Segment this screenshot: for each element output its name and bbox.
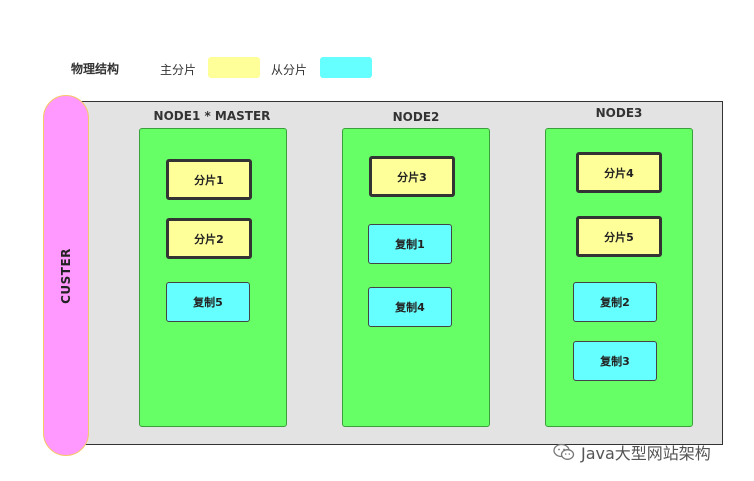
node2-shard-1: 分片3	[369, 156, 455, 197]
node2-replica-2: 复制4	[368, 287, 452, 327]
legend-primary-swatch	[208, 57, 260, 78]
watermark-text: Java大型网站架构	[581, 444, 711, 463]
node2-replica-1: 复制1	[368, 224, 452, 264]
legend-replica-swatch	[320, 57, 372, 78]
node2-title: NODE2	[392, 110, 440, 124]
watermark: Java大型网站架构	[553, 440, 711, 464]
node1-shard-1: 分片1	[166, 159, 252, 200]
legend-title: 物理结构	[71, 62, 120, 76]
node3-replica-2: 复制3	[573, 341, 657, 381]
node1-shard-2: 分片2	[166, 218, 252, 259]
legend-primary-label: 主分片	[160, 63, 197, 77]
legend-replica-label: 从分片	[271, 63, 308, 77]
wechat-icon	[553, 443, 575, 460]
node3-shard-2: 分片5	[576, 216, 662, 257]
node3-shard-1: 分片4	[576, 152, 662, 193]
cluster-label: CUSTER	[59, 247, 74, 304]
node1-replica-1: 复制5	[166, 282, 250, 322]
cluster-pill: CUSTER	[43, 95, 89, 456]
node3-replica-1: 复制2	[573, 282, 657, 322]
node3-title: NODE3	[595, 106, 643, 120]
node1-title: NODE1 * MASTER	[153, 109, 271, 123]
